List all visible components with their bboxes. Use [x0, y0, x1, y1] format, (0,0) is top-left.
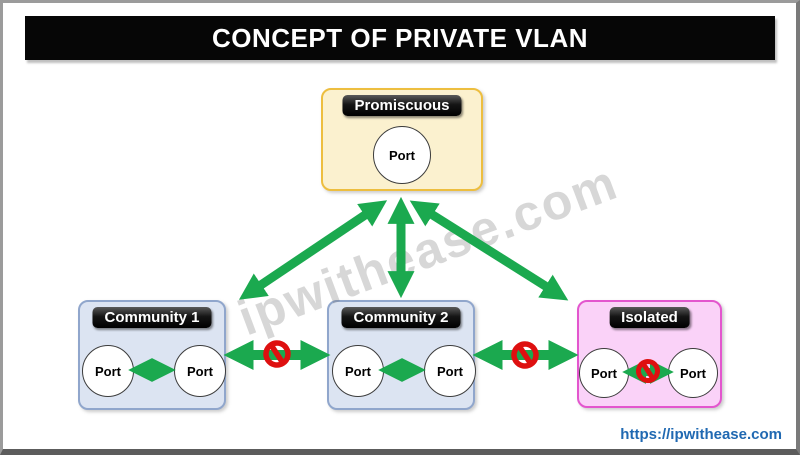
arrow-promiscuous-community1 — [238, 200, 388, 300]
promiscuous-label: Promiscuous — [342, 95, 462, 116]
community1-box: Community 1 Port Port — [78, 300, 226, 410]
community1-port-2: Port — [174, 345, 226, 397]
page-title: CONCEPT OF PRIVATE VLAN — [25, 16, 775, 60]
arrow-promiscuous-isolated — [409, 200, 569, 301]
isolated-label: Isolated — [609, 307, 690, 328]
blocked-icon-community1-community2 — [263, 340, 291, 368]
isolated-port-1: Port — [579, 348, 629, 398]
promiscuous-box: Promiscuous Port — [321, 88, 483, 191]
footer-url-link[interactable]: https://ipwithease.com — [620, 426, 782, 443]
community2-label: Community 2 — [341, 307, 461, 328]
community1-port-1: Port — [82, 345, 134, 397]
blocked-icon-community2-isolated — [511, 341, 539, 369]
community1-label: Community 1 — [92, 307, 212, 328]
isolated-box: Isolated Port Port — [577, 300, 722, 408]
promiscuous-port: Port — [373, 126, 431, 184]
isolated-port-2: Port — [668, 348, 718, 398]
community2-port-1: Port — [332, 345, 384, 397]
community2-box: Community 2 Port Port — [327, 300, 476, 410]
community2-port-2: Port — [424, 345, 476, 397]
